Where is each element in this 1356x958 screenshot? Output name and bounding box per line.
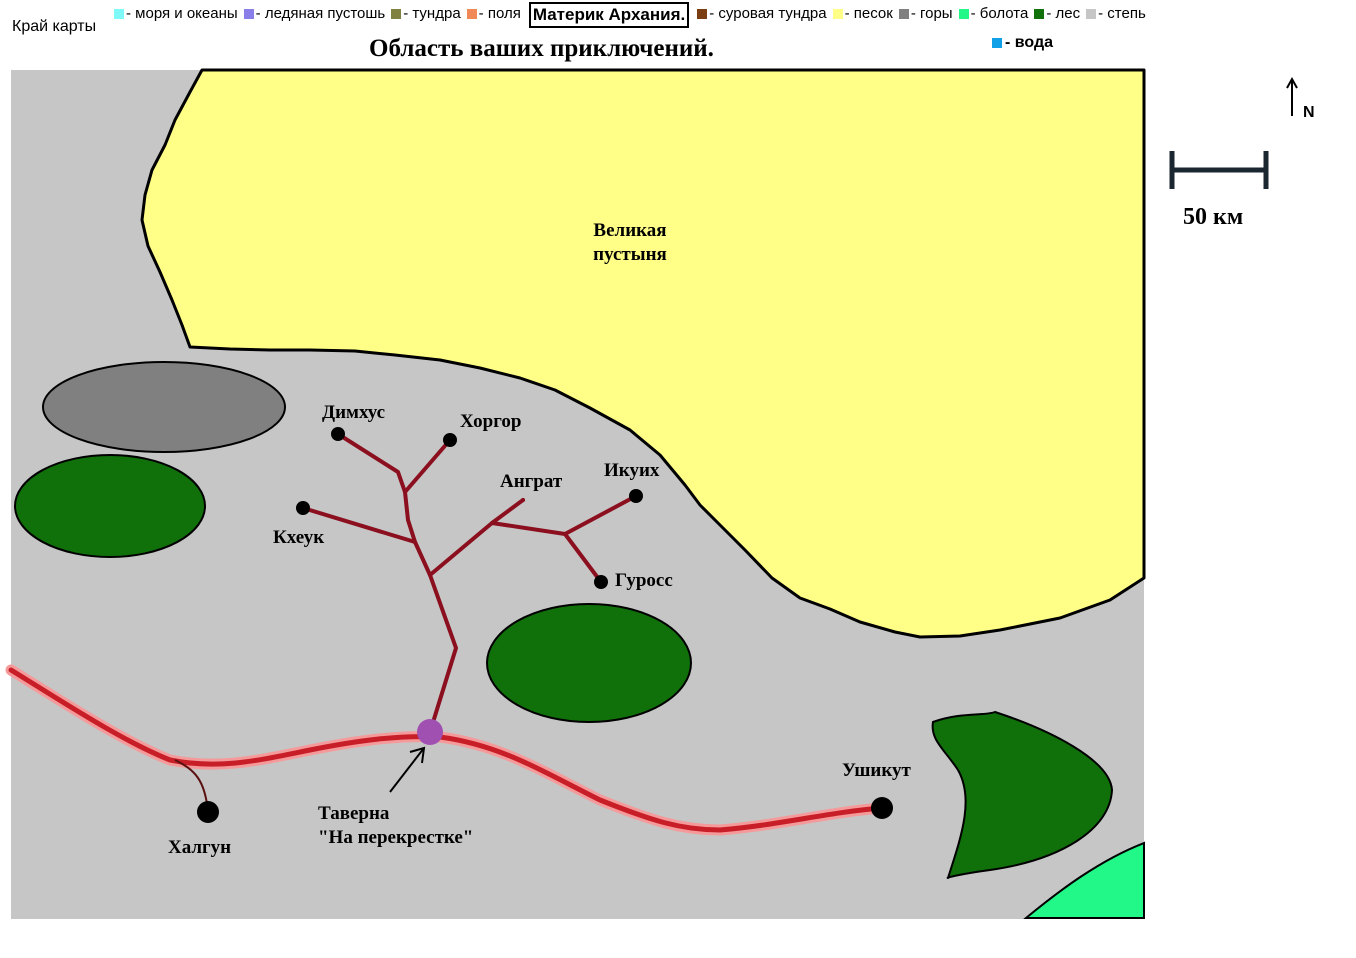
map-title: Область ваших приключений. <box>369 35 714 62</box>
city-guross-label: Гуросс <box>615 570 673 591</box>
scale-label: 50 км <box>1183 204 1243 230</box>
legend-item-water: - вода <box>992 34 1053 52</box>
city-ikuikh-marker <box>629 489 643 503</box>
desert-label-line2: пустыня <box>593 244 667 265</box>
city-dimkhus-label: Димхус <box>322 402 385 423</box>
scale-bar <box>1169 151 1269 189</box>
legend-item-fields: - поля <box>466 5 521 22</box>
legend-swatch <box>697 8 708 19</box>
city-khalgun-marker <box>197 801 219 823</box>
legend-swatch <box>958 8 969 19</box>
city-kkheuk-marker <box>296 501 310 515</box>
forest-east <box>931 710 1114 880</box>
legend-swatch <box>992 38 1002 48</box>
city-ikuikh-label: Икуих <box>604 460 660 481</box>
city-angrat-label: Анграт <box>500 471 563 492</box>
legend-item-sand: - песок <box>832 5 893 22</box>
legend-swatch <box>243 8 254 19</box>
legend-label: - ледяная пустошь <box>255 5 386 22</box>
great-desert <box>140 68 1146 639</box>
city-khorgor-label: Хоргор <box>460 411 521 432</box>
legend-label: - суровая тундра <box>709 5 827 22</box>
legend-swatch <box>898 8 909 19</box>
legend-label: - моря и океаны <box>126 5 238 22</box>
tavern-marker <box>417 719 443 745</box>
legend-swatch <box>391 8 402 19</box>
legend-swatch <box>1086 8 1097 19</box>
north-arrow-icon <box>1286 76 1298 116</box>
city-khorgor-marker <box>443 433 457 447</box>
city-kkheuk-label: Кхеук <box>273 527 324 548</box>
legend-item-mountains: - горы <box>898 5 953 22</box>
map-edge-label: Край карты <box>12 18 97 35</box>
legend-label: - болота <box>970 5 1029 22</box>
forest-west <box>14 454 206 558</box>
legend-swatch <box>1034 8 1045 19</box>
city-dimkhus-marker <box>331 427 345 441</box>
legend-item-harsh-tundra: - суровая тундра <box>697 5 827 22</box>
arrow-icon <box>389 746 426 793</box>
desert-label-line1: Великая <box>593 220 666 241</box>
legend-label: - песок <box>844 5 893 22</box>
continent-name: Материк Архания. <box>528 2 690 28</box>
legend-swatch <box>832 8 843 19</box>
tavern-label-line1: Таверна <box>318 803 390 824</box>
legend-item-steppe: - степь <box>1086 5 1146 22</box>
city-ushikut-marker <box>871 797 893 819</box>
legend-label: - горы <box>910 5 953 22</box>
legend-item-seas: - моря и океаны <box>114 5 238 22</box>
north-label: N <box>1303 104 1315 121</box>
legend-item-swamps: - болота <box>958 5 1029 22</box>
legend-swatch <box>466 8 477 19</box>
city-guross-marker <box>594 575 608 589</box>
city-angrat-marker <box>521 498 525 502</box>
city-khalgun-label: Халгун <box>168 837 231 858</box>
swamp-area <box>1023 841 1145 919</box>
legend-label: - вода <box>1005 34 1054 51</box>
legend-item-forest: - лес <box>1034 5 1080 22</box>
forest-central <box>486 603 692 723</box>
road-network <box>301 432 638 734</box>
legend-label: - тундра <box>403 5 461 22</box>
terrain-legend: - моря и океаны - ледяная пустошь - тунд… <box>114 2 1152 30</box>
legend-item-ice-waste: - ледяная пустошь <box>243 5 386 22</box>
legend-label: - поля <box>478 5 521 22</box>
legend-label: - лес <box>1046 5 1081 22</box>
legend-item-tundra: - тундра <box>391 5 461 22</box>
legend-label: - степь <box>1098 5 1146 22</box>
legend-swatch <box>114 8 124 19</box>
tavern-label-line2: "На перекрестке" <box>318 827 473 848</box>
mountain-range <box>42 361 286 453</box>
city-ushikut-label: Ушикут <box>842 760 912 781</box>
